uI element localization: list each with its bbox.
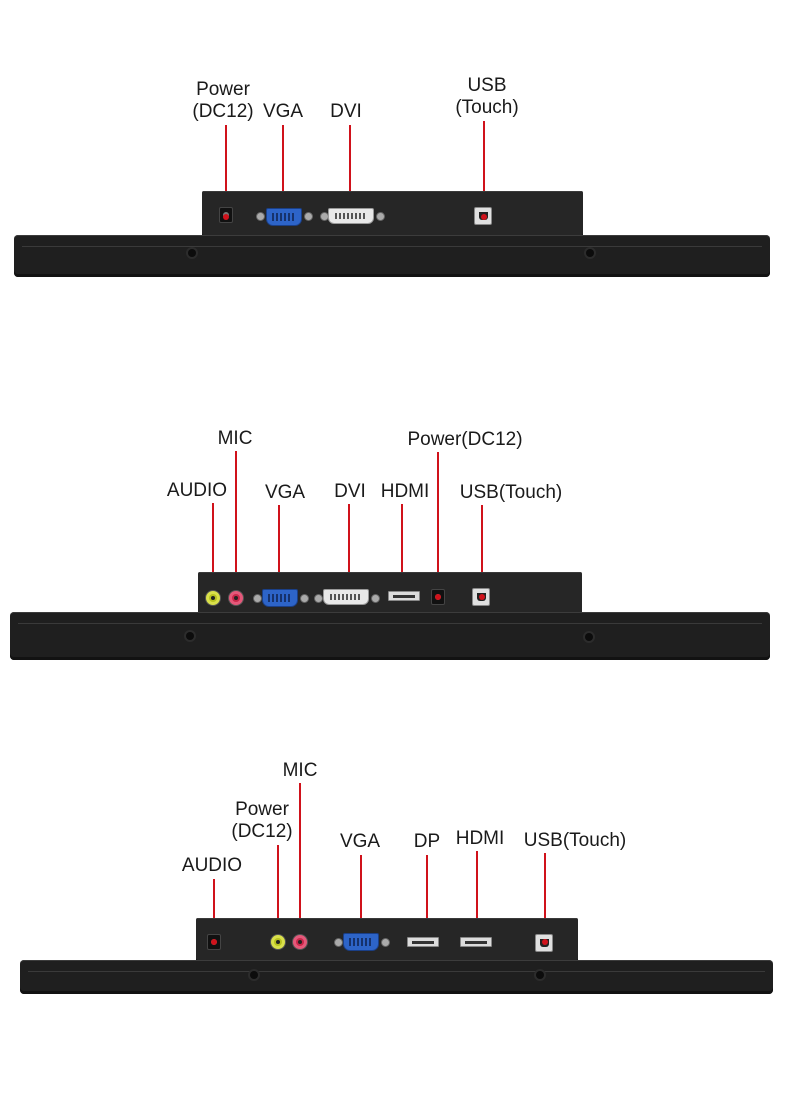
monitor-diagram-2: MIC Power(DC12) AUDIO VGA DVI HDMI USB(T… [10,428,770,660]
audio-jack [206,591,220,605]
leader-line-usb [483,121,485,217]
hdmi-port [460,937,492,947]
leader-line-mic [235,451,237,597]
label-audio: AUDIO [166,480,228,501]
leader-line-hdmi [401,504,403,597]
leader-line-vga [282,125,284,217]
mic-jack [229,591,243,605]
audio-jack [271,935,285,949]
leader-line-power [277,845,279,942]
vga-port [262,589,298,607]
leader-line-power [437,452,439,597]
leader-line-usb [544,853,546,942]
leader-line-hdmi [476,851,478,942]
label-power: Power(DC12) [231,799,293,842]
dvi-port [323,589,369,605]
label-hdmi: HDMI [380,481,430,502]
monitor-bezel [20,960,773,994]
vga-port [266,208,302,226]
monitor-diagram-1: Power(DC12) VGA DVI USB(Touch) [0,0,790,300]
leader-line-usb [481,505,483,597]
displayport-port [407,937,439,947]
hdmi-port [388,591,420,601]
leader-line-audio [212,503,214,597]
label-usb: USB(Touch) [459,482,563,503]
label-hdmi: HDMI [455,828,505,849]
label-usb: USB(Touch) [523,830,627,851]
label-mic: MIC [217,428,253,449]
label-vga: VGA [262,101,304,122]
vga-port [343,933,379,951]
label-dp: DP [413,831,441,852]
screw-icon [250,971,258,979]
screw-icon [585,633,593,641]
leader-line-dvi [349,125,351,217]
rear-panel [202,191,583,237]
leader-line-vga [278,505,280,597]
leader-line-dvi [348,504,350,597]
label-power: Power(DC12) [192,79,254,122]
leader-line-audio [213,879,215,942]
label-vga: VGA [339,831,381,852]
label-usb: USB(Touch) [455,75,519,118]
dvi-port [328,208,374,224]
screw-icon [586,249,594,257]
label-mic: MIC [282,760,318,781]
leader-line-dp [426,855,428,942]
screw-icon [186,632,194,640]
label-dvi: DVI [330,101,362,122]
label-power: Power(DC12) [407,429,523,450]
label-dvi: DVI [334,481,366,502]
leader-line-mic [299,783,301,942]
label-vga: VGA [264,482,306,503]
label-audio: AUDIO [181,855,243,876]
leader-line-vga [360,855,362,942]
screw-icon [188,249,196,257]
screw-icon [536,971,544,979]
monitor-bezel [14,235,770,277]
mic-jack [293,935,307,949]
leader-line-power [225,125,227,217]
monitor-bezel [10,612,770,660]
